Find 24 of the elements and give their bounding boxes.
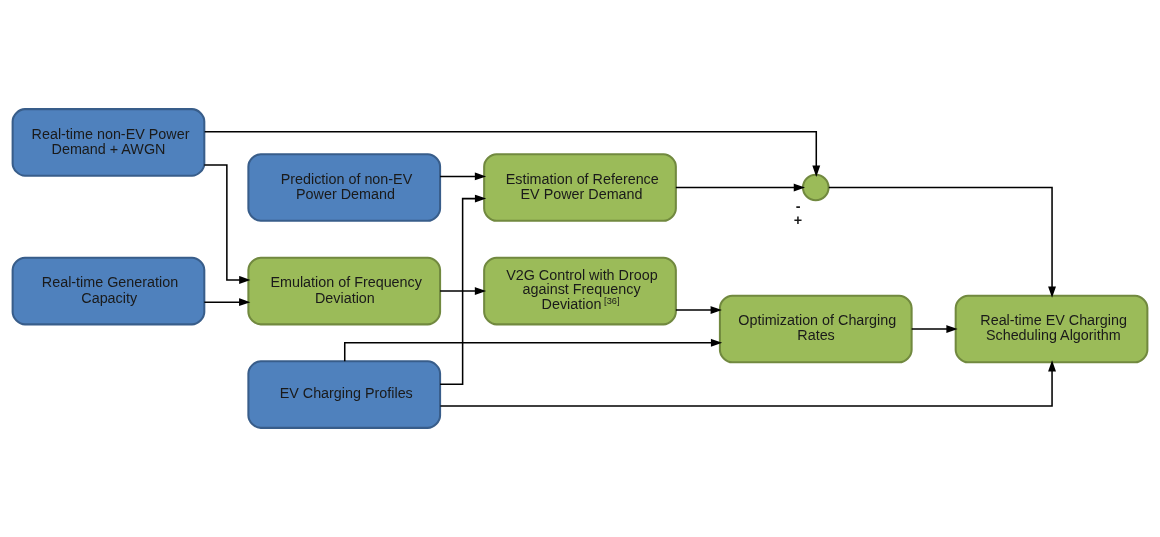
- node-box: EV Charging Profiles: [247, 360, 442, 429]
- arrow: [203, 130, 821, 177]
- arrow: [439, 360, 1056, 407]
- node-box: Estimation of Reference EV Power Demand: [483, 153, 677, 222]
- arrow: [828, 186, 1056, 298]
- arrow: [203, 164, 251, 284]
- node-box: Prediction of non-EV Power Demand: [247, 153, 442, 222]
- arrow: [675, 183, 806, 192]
- arrow: [343, 338, 723, 362]
- node-label: -: [795, 197, 801, 214]
- node-box: Optimization of Charging Rates: [718, 294, 913, 364]
- node-box: Emulation of Frequency Deviation: [247, 256, 442, 326]
- node-circle: [801, 173, 830, 202]
- node-box: V2G Control with Droop against Frequency Deviation $^{[36]}$: [483, 256, 677, 326]
- arrow: [675, 306, 722, 314]
- arrow: [439, 194, 487, 385]
- arrow: [203, 298, 251, 307]
- arrow: [439, 172, 487, 181]
- arrow: [910, 325, 958, 333]
- node-label: +: [793, 212, 803, 229]
- node-box: Real-time EV Charging Scheduling Algorithm: [954, 294, 1149, 364]
- arrow: [439, 287, 487, 295]
- node-box: Real-time Generation Capacity: [11, 256, 206, 326]
- node-box: Real-time non-EV Power Demand + AWGN: [11, 108, 206, 177]
